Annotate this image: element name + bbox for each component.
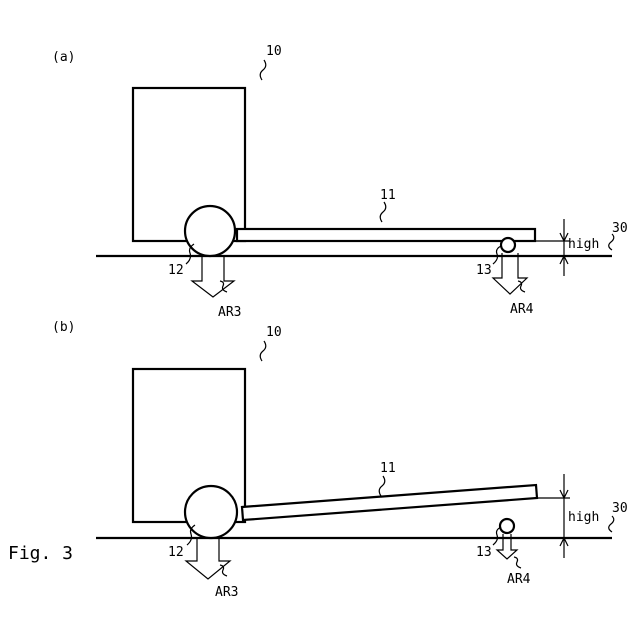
ref-12-a: 12 <box>168 263 184 278</box>
ref-ar4-b: AR4 <box>507 572 531 587</box>
panel-a: (a) high 10 11 12 13 AR3 AR <box>52 44 628 320</box>
leader-30-a <box>609 234 614 250</box>
leader-10-b <box>260 341 266 361</box>
ref-12-b: 12 <box>168 545 184 560</box>
leader-11-a <box>380 202 386 222</box>
high-label-a: high <box>568 237 599 252</box>
bar-a <box>237 229 535 241</box>
ref-ar3-b: AR3 <box>215 585 238 600</box>
panel-b: (b) high 10 11 12 13 AR3 AR <box>52 320 628 600</box>
arrow-ar4-a <box>493 253 527 294</box>
caster-a <box>501 238 515 252</box>
arrow-ar3-b <box>186 538 230 579</box>
ref-30-b: 30 <box>612 501 628 516</box>
panel-b-tag: (b) <box>52 320 75 335</box>
ref-11-a: 11 <box>380 188 396 203</box>
ref-ar4-a: AR4 <box>510 302 534 317</box>
arrow-ar3-a <box>192 257 234 297</box>
high-label-b: high <box>568 510 599 525</box>
panel-a-tag: (a) <box>52 50 75 65</box>
leader-ar3-b <box>220 565 227 576</box>
leader-11-b <box>379 476 385 496</box>
wheel-a <box>185 206 235 256</box>
ref-11-b: 11 <box>380 461 396 476</box>
ref-10-a: 10 <box>266 44 282 59</box>
ref-10-b: 10 <box>266 325 282 340</box>
ref-30-a: 30 <box>612 221 628 236</box>
leader-30-b <box>609 516 614 532</box>
bar-b <box>242 485 537 520</box>
leader-ar4-a <box>518 281 525 292</box>
leader-ar4-b <box>514 557 521 568</box>
ref-ar3-a: AR3 <box>218 305 241 320</box>
ref-13-a: 13 <box>476 263 492 278</box>
leader-10-a <box>260 60 266 80</box>
caster-b <box>500 519 514 533</box>
wheel-b <box>185 486 237 538</box>
figure-label: Fig. 3 <box>8 543 73 564</box>
ref-13-b: 13 <box>476 545 492 560</box>
